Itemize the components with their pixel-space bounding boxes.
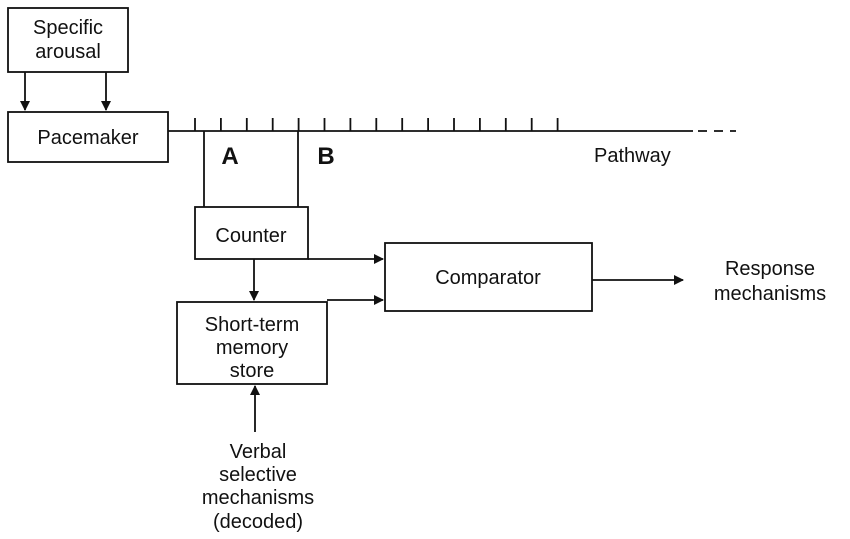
comparator-label: Comparator — [435, 267, 541, 289]
stm-line-3: store — [230, 360, 274, 382]
counter-node: Counter — [194, 206, 309, 260]
verbal-line-4: (decoded) — [213, 511, 303, 533]
pathway-label: Pathway — [594, 145, 671, 167]
pathway — [168, 118, 736, 132]
point-b-label: B — [317, 143, 334, 170]
stm-line-1: Short-term — [205, 314, 299, 336]
verbal-line-1: Verbal — [230, 441, 287, 463]
verbal-line-2: selective — [219, 464, 297, 486]
pacemaker-node: Pacemaker — [7, 111, 169, 163]
response-line-2: mechanisms — [714, 283, 826, 305]
comparator-node: Comparator — [384, 242, 593, 312]
specific-arousal-line-2: arousal — [35, 41, 101, 63]
response-line-1: Response — [725, 258, 815, 280]
short-term-memory-node: Short-term memory store — [176, 301, 328, 385]
stm-line-2: memory — [216, 337, 288, 359]
pacemaker-label: Pacemaker — [37, 127, 138, 149]
point-a-label: A — [221, 143, 238, 170]
specific-arousal-node: Specific arousal — [7, 7, 129, 73]
specific-arousal-line-1: Specific — [33, 17, 103, 39]
counter-label: Counter — [215, 225, 286, 247]
verbal-line-3: mechanisms — [202, 487, 314, 509]
pathway-ticks — [194, 118, 559, 131]
